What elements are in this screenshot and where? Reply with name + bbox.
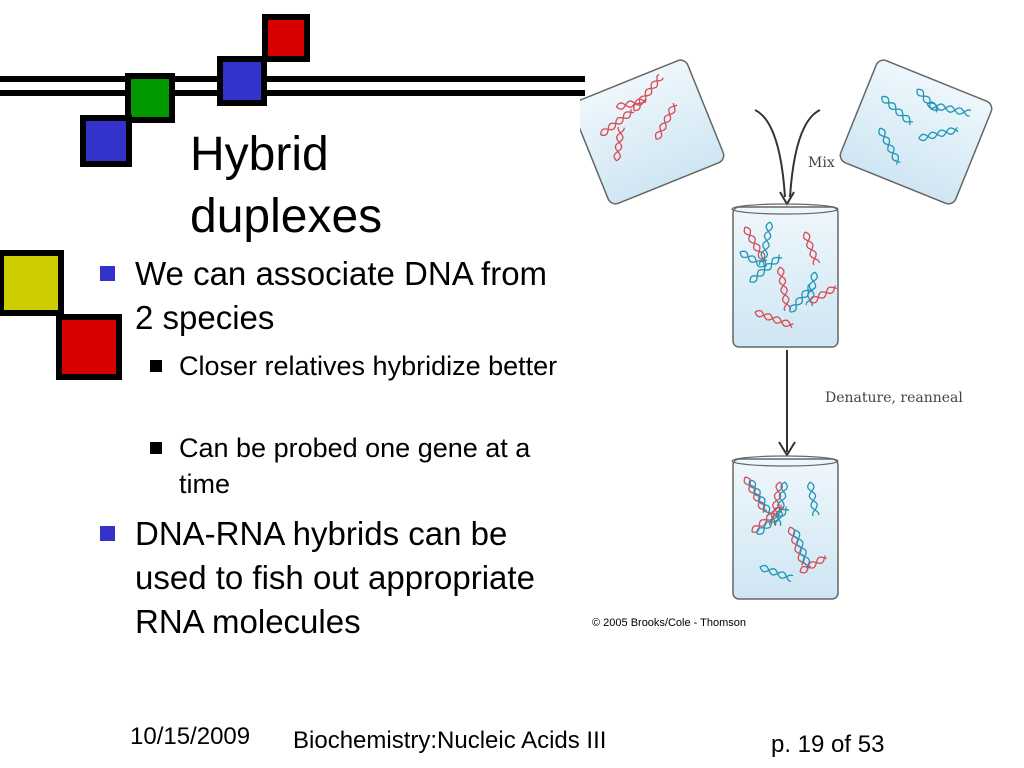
bullet-text: DNA-RNA hybrids can be used to fish out … <box>135 515 535 640</box>
dna-helix <box>754 309 794 329</box>
decor-line-bottom <box>0 90 585 96</box>
dna-helix <box>918 126 959 142</box>
decor-square-red-top <box>262 14 310 62</box>
footer-course-title: Biochemistry:Nucleic Acids III <box>293 727 607 754</box>
bullet-item: DNA-RNA hybrids can be used to fish out … <box>100 512 540 644</box>
sub-bullet-square-icon <box>150 360 162 372</box>
teal-dna-strands <box>878 88 972 165</box>
sub-bullet-square-icon <box>150 442 162 454</box>
dna-helix <box>809 285 838 304</box>
dna-helix <box>600 108 635 136</box>
dna-helix <box>773 481 789 527</box>
decor-square-red-left <box>56 314 122 380</box>
bottom-beaker <box>731 455 839 600</box>
sub-bullet-text: Closer relatives hybridize better <box>179 351 558 381</box>
dna-helix <box>881 95 913 126</box>
dna-helix <box>792 529 812 569</box>
dna-helix <box>756 506 790 535</box>
middle-beaker <box>731 203 839 348</box>
bullet-item: We can associate DNA from 2 species <box>100 252 550 340</box>
denature-label: Denature, reanneal <box>825 390 963 406</box>
figure-credit: © 2005 Brooks/Cole - Thomson <box>592 617 747 629</box>
decor-square-blue-mid <box>217 56 267 106</box>
dna-helix <box>743 226 768 263</box>
left-beaker <box>580 59 725 205</box>
dna-helix <box>776 266 792 312</box>
footer-date: 10/15/2009 <box>130 723 251 750</box>
dna-helix <box>758 221 774 267</box>
mix-label: Mix <box>808 155 835 171</box>
dna-helix <box>878 127 901 165</box>
hybridization-diagram: Mix Denature, reanneal <box>580 59 993 600</box>
bullet-square-icon <box>100 526 115 541</box>
red-dna-strands <box>600 73 678 162</box>
decor-square-yellow <box>0 250 64 316</box>
right-beaker <box>839 59 993 205</box>
sub-bullet-item: Can be probed one gene at a time <box>150 430 570 502</box>
decor-square-blue-left <box>80 115 132 167</box>
bullet-text: We can associate DNA from 2 species <box>135 255 548 336</box>
dna-helix <box>615 98 647 110</box>
sub-bullet-item: Closer relatives hybridize better <box>150 348 570 384</box>
sub-bullet-text: Can be probed one gene at a time <box>179 433 531 499</box>
dna-helix <box>799 555 828 574</box>
bullet-square-icon <box>100 266 115 281</box>
dna-helix <box>654 102 678 141</box>
dna-helix <box>802 231 821 266</box>
dna-helix <box>633 73 664 112</box>
decor-square-green <box>125 73 175 123</box>
dna-helix <box>739 250 768 269</box>
footer-page-number: p. 19 of 53 <box>771 731 885 758</box>
slide-title: Hybrid duplexes <box>190 128 383 243</box>
dna-helix <box>806 481 820 517</box>
dna-helix <box>759 564 794 583</box>
hybrid-dna-strands <box>743 476 828 583</box>
decor-line-top <box>0 76 585 82</box>
dna-helix <box>748 479 773 516</box>
dna-helix <box>789 283 815 313</box>
dna-helix <box>613 126 625 162</box>
mixed-dna-strands <box>739 221 838 329</box>
dna-helix <box>916 88 939 113</box>
